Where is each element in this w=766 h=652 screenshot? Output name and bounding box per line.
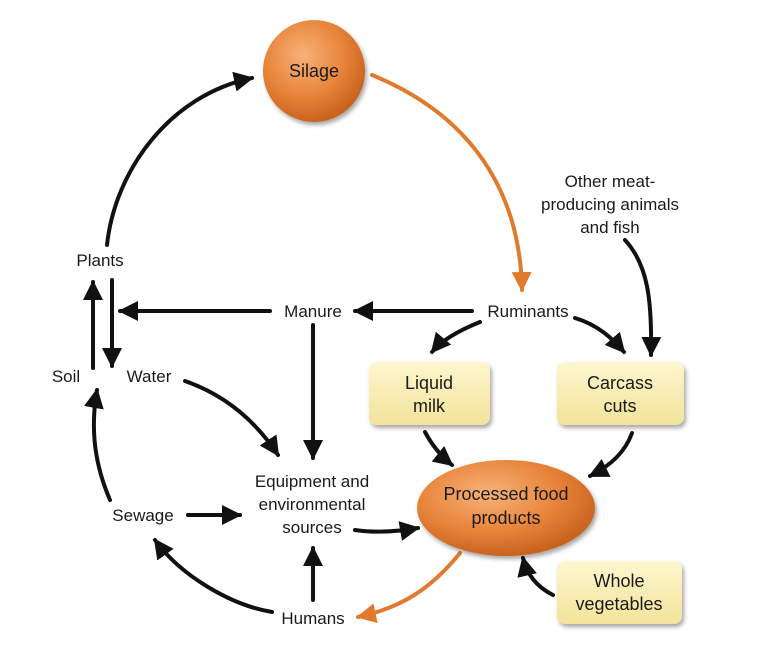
processed-label-line2: products (471, 508, 540, 528)
arrow-equipment-to-processed (353, 521, 420, 541)
processed-food-node: Processed food products (417, 460, 595, 556)
equipment-line1: Equipment and (255, 472, 369, 491)
other-animals-line1: Other meat- (565, 172, 656, 191)
arrow-other-animals-to-carcass (623, 238, 662, 357)
other-animals-line3: and fish (580, 218, 640, 237)
whole-vegetables-line1: Whole (593, 571, 644, 591)
processed-label-line1: Processed food (443, 484, 568, 504)
plants-label: Plants (76, 251, 123, 270)
equipment-line3: sources (282, 518, 342, 537)
whole-vegetables-line2: vegetables (575, 594, 662, 614)
humans-label: Humans (281, 609, 344, 628)
arrow-ruminants-to-carcass (573, 316, 626, 354)
arrow-processed-to-humans (356, 551, 462, 624)
manure-label: Manure (284, 302, 342, 321)
whole-vegetables-box: Whole vegetables (557, 561, 682, 624)
liquid-milk-line2: milk (413, 396, 446, 416)
arrow-ruminants-to-milk (430, 320, 482, 354)
liquid-milk-box: Liquid milk (369, 362, 490, 425)
arrow-water-to-equipment (183, 379, 280, 457)
ruminants-label: Ruminants (487, 302, 568, 321)
arrow-sewage-to-soil (84, 388, 112, 502)
liquid-milk-line1: Liquid (405, 373, 453, 393)
arrow-carcass-to-processed (588, 431, 634, 478)
equipment-label: Equipment and environmental sources (255, 472, 369, 537)
equipment-line2: environmental (259, 495, 366, 514)
carcass-cuts-line2: cuts (603, 396, 636, 416)
silage-node: Silage (263, 20, 365, 122)
other-animals-label: Other meat- producing animals and fish (541, 172, 679, 237)
carcass-cuts-box: Carcass cuts (557, 362, 684, 425)
arrow-milk-to-processed (423, 430, 454, 467)
water-label: Water (127, 367, 172, 386)
other-animals-line2: producing animals (541, 195, 679, 214)
silage-label: Silage (289, 61, 339, 81)
arrow-vegetables-to-processed (517, 556, 555, 597)
carcass-cuts-line1: Carcass (587, 373, 653, 393)
arrow-humans-to-sewage (153, 538, 274, 614)
sewage-label: Sewage (112, 506, 173, 525)
arrow-plants-to-silage (105, 71, 254, 247)
arrow-silage-to-ruminants (370, 73, 532, 292)
soil-label: Soil (52, 367, 80, 386)
